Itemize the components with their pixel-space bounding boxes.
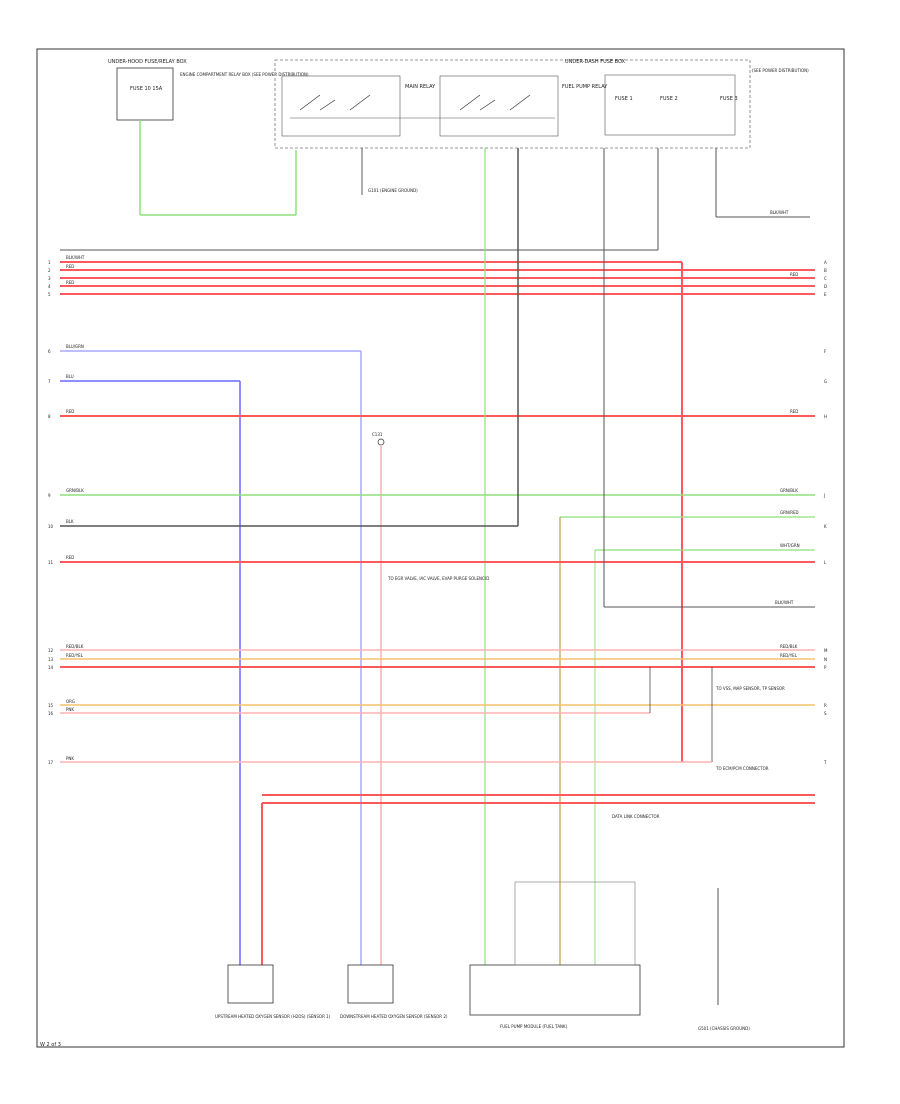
right-pin-M: M	[824, 648, 828, 653]
left-pin-17: 17	[48, 760, 54, 765]
component-2-label: DOWNSTREAM HEATED OXYGEN SENSOR (SENSOR …	[340, 1014, 448, 1019]
left-pin-11: 11	[48, 560, 54, 565]
left-pin-13: 13	[48, 657, 54, 662]
diagram-border	[36, 48, 845, 1048]
component-3-label: FUEL PUMP MODULE (FUEL TANK)	[500, 1024, 568, 1029]
right-pin-A: A	[824, 260, 827, 265]
wire-label-red-3: RED	[790, 272, 798, 277]
left-pin-10: 10	[48, 524, 54, 529]
right-pin-G: G	[824, 379, 827, 384]
right-pin-J: J	[823, 493, 825, 498]
right-pin-N: N	[824, 657, 827, 662]
right-pin-K: K	[824, 524, 827, 529]
blue-wires: BLU/GRN BLU	[60, 344, 362, 965]
left-pin-1: 1	[48, 260, 51, 265]
ground-top: G101 (ENGINE GROUND)	[361, 148, 418, 195]
right-pin-T: T	[823, 760, 827, 765]
wire-label-grn-red: GRN/RED	[780, 510, 799, 515]
wire-label-red-6: RED	[66, 555, 74, 560]
left-pin-15: 15	[48, 703, 54, 708]
right-pin-P: P	[824, 665, 827, 670]
left-pin-12: 12	[48, 648, 54, 653]
wire-label-pnk-2: PNK	[66, 756, 74, 761]
right-pin-H: H	[824, 414, 827, 419]
left-pin-6: 6	[48, 349, 51, 354]
wire-label-pnk: PNK	[66, 707, 74, 712]
wire-label-red-yel-r: RED/YEL	[780, 653, 798, 658]
relay-1-label: MAIN RELAY	[405, 84, 436, 90]
left-pin-4: 4	[48, 284, 51, 289]
wire-label-grn-blk-r: GRN/BLK	[780, 488, 798, 493]
component-h2os-upstream: UPSTREAM HEATED OXYGEN SENSOR (H2OS) (SE…	[215, 964, 331, 1019]
fuse-box-note: FUSE 10 15A	[130, 86, 163, 92]
right-pin-B: B	[824, 268, 827, 273]
wire-label-red-blk: RED/BLK	[66, 644, 84, 649]
wire-label-top-right: BLK/WHT	[770, 210, 789, 215]
wire-label-red-1: RED	[66, 264, 74, 269]
pink-orange-group: RED/BLK RED/YEL RED/BLK RED/YEL ORG PNK …	[60, 644, 815, 762]
wire-label-org: ORG	[66, 699, 75, 704]
right-pin-S: S	[824, 711, 827, 716]
splice-c131-label: C131	[372, 432, 383, 437]
component-fuel-pump: FUEL PUMP MODULE (FUEL TANK)	[469, 881, 641, 1029]
fuse-box-desc: ENGINE COMPARTMENT RELAY BOX (SEE POWER …	[180, 72, 309, 77]
red-wire-bundle: BLK/WHT RED RED RED	[60, 255, 815, 762]
component-4-label: G501 (CHASSIS GROUND)	[698, 1026, 750, 1031]
footer-code: W 2 of 3	[40, 1042, 61, 1048]
left-pin-8: 8	[48, 414, 51, 419]
splice-right-2: TO ECM/PCM CONNECTOR	[715, 766, 769, 771]
left-pin-5: 5	[48, 292, 51, 297]
fuse-b: FUSE 2	[660, 96, 678, 102]
wire-label-blu: BLU	[66, 374, 74, 379]
left-pin-7: 7	[48, 379, 51, 384]
ground-top-label: G101 (ENGINE GROUND)	[368, 188, 418, 193]
relay-box-top-center: MAIN RELAY FUEL PUMP RELAY UNDER-DASH FU…	[274, 59, 809, 149]
right-pin-L: L	[824, 560, 827, 565]
fuse-box-title: UNDER-HOOD FUSE/RELAY BOX	[108, 59, 187, 65]
fuse-relay-box-top-left: UNDER-HOOD FUSE/RELAY BOX FUSE 10 15A EN…	[108, 59, 309, 216]
right-pin-R: R	[824, 703, 827, 708]
wire-label-grn-blk: GRN/BLK	[66, 488, 84, 493]
right-pin-E: E	[824, 292, 827, 297]
component-h2os-downstream: DOWNSTREAM HEATED OXYGEN SENSOR (SENSOR …	[340, 964, 448, 1019]
right-pin-C: C	[824, 276, 827, 281]
wire-label-blk-wht-2: BLK/WHT	[775, 600, 794, 605]
wire-label-red-2: RED	[66, 280, 74, 285]
wire-label-blu-grn: BLU/GRN	[66, 344, 84, 349]
wire-label-blk-wht: BLK/WHT	[66, 255, 85, 260]
relay-2-label: FUEL PUMP RELAY	[562, 84, 608, 90]
wire-label-red-5: RED	[790, 409, 798, 414]
right-pin-F: F	[824, 349, 827, 354]
fuse-note-right: (SEE POWER DISTRIBUTION)	[752, 68, 809, 73]
wire-label-wht-grn: WHT/GRN	[780, 543, 800, 548]
splice-right-1: TO VSS, MAP SENSOR, TP SENSOR	[715, 686, 785, 691]
component-1-label: UPSTREAM HEATED OXYGEN SENSOR (H2OS) (SE…	[215, 1014, 331, 1019]
wire-label-red-blk-r: RED/BLK	[780, 644, 798, 649]
splice-note: TO EGR VALVE, IAC VALVE, EVAP PURGE SOLE…	[387, 576, 489, 581]
left-pin-9: 9	[48, 493, 51, 498]
right-pin-D: D	[824, 284, 827, 289]
fuse-box-top-right-title: UNDER-DASH FUSE BOX	[565, 59, 626, 65]
left-pin-16: 16	[48, 711, 54, 716]
fuse-a: FUSE 1	[615, 96, 633, 102]
splice-right-3: DATA LINK CONNECTOR	[612, 814, 660, 819]
wire-label-red-4: RED	[66, 409, 74, 414]
left-pin-2: 2	[48, 268, 51, 273]
splice-c131: C131 TO EGR VALVE, IAC VALVE, EVAP PURGE…	[372, 432, 489, 965]
left-pin-3: 3	[48, 276, 51, 281]
wire-label-red-yel: RED/YEL	[66, 653, 84, 658]
component-chassis-ground: G501 (CHASSIS GROUND)	[698, 888, 750, 1031]
left-pin-14: 14	[48, 665, 54, 670]
wire-label-blk: BLK	[66, 519, 74, 524]
fuse-c: FUSE 3	[720, 96, 738, 102]
